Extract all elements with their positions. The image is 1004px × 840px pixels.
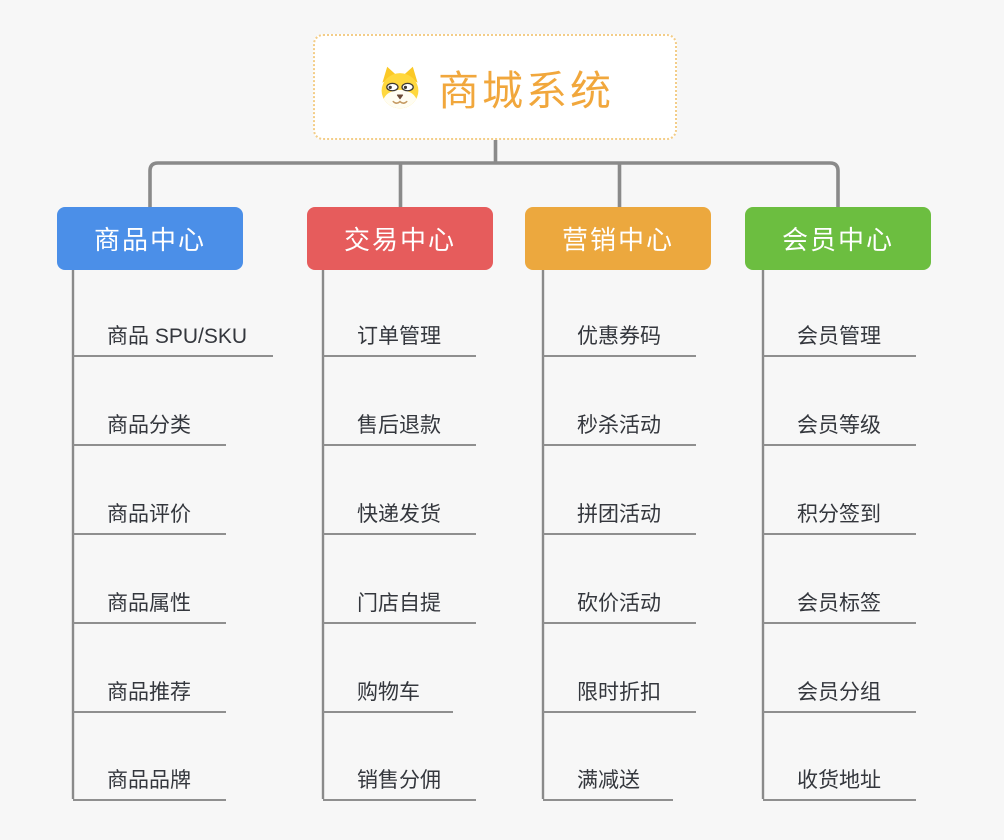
leaf-topic[interactable]: 售后退款	[323, 414, 476, 446]
leaf-topic[interactable]: 优惠券码	[543, 325, 696, 357]
leaf-topic[interactable]: 会员等级	[763, 414, 916, 446]
leaf-topic[interactable]: 订单管理	[323, 325, 476, 357]
leaf-topic[interactable]: 商品品牌	[73, 769, 226, 801]
leaf-topic[interactable]: 会员管理	[763, 325, 916, 357]
leaf-topic[interactable]: 会员分组	[763, 681, 916, 713]
leaf-topic[interactable]: 购物车	[323, 681, 453, 713]
leaf-topic[interactable]: 积分签到	[763, 503, 916, 535]
leaf-topic[interactable]: 限时折扣	[543, 681, 696, 713]
branch-node-members[interactable]: 会员中心	[745, 207, 931, 270]
root-node[interactable]: 商城系统	[313, 34, 677, 140]
leaf-topic[interactable]: 满减送	[543, 769, 673, 801]
leaf-topic[interactable]: 砍价活动	[543, 592, 696, 624]
branch-node-trade[interactable]: 交易中心	[307, 207, 493, 270]
leaf-topic[interactable]: 销售分佣	[323, 769, 476, 801]
root-title: 商城系统	[438, 68, 614, 114]
leaf-topic[interactable]: 商品 SPU/SKU	[73, 325, 273, 357]
leaf-topic[interactable]: 快递发货	[323, 503, 476, 535]
leaf-topic[interactable]: 商品推荐	[73, 681, 226, 713]
leaf-topic[interactable]: 收货地址	[763, 769, 916, 801]
leaf-topic[interactable]: 会员标签	[763, 592, 916, 624]
dog-face-icon	[381, 66, 419, 108]
leaf-topic[interactable]: 商品属性	[73, 592, 226, 624]
branch-node-marketing[interactable]: 营销中心	[525, 207, 711, 270]
leaf-topic[interactable]: 秒杀活动	[543, 414, 696, 446]
leaf-topic[interactable]: 拼团活动	[543, 503, 696, 535]
leaf-topic[interactable]: 商品分类	[73, 414, 226, 446]
branch-node-products[interactable]: 商品中心	[57, 207, 243, 270]
leaf-topic[interactable]: 商品评价	[73, 503, 226, 535]
leaf-topic[interactable]: 门店自提	[323, 592, 476, 624]
